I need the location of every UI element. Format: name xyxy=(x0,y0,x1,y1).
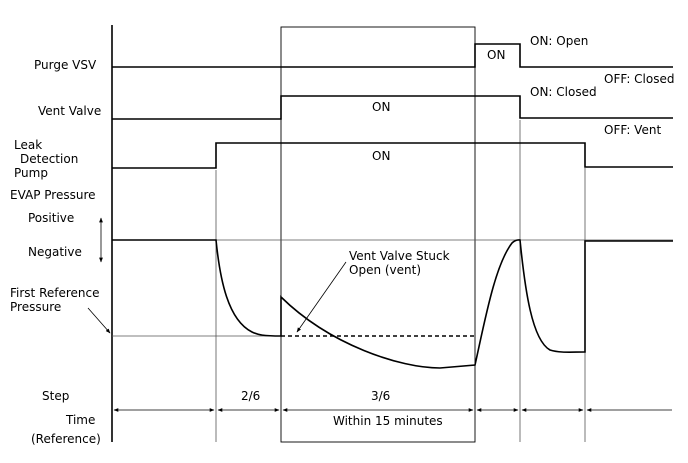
purge-off-note: OFF: Closed xyxy=(604,72,674,86)
step-3-6: 3/6 xyxy=(371,389,390,403)
vent-off-note: OFF: Vent xyxy=(604,123,661,137)
step-2-6: 2/6 xyxy=(241,389,260,403)
annotation-line-2: Open (vent) xyxy=(349,263,421,277)
negative-label: Negative xyxy=(28,245,82,259)
pump-signal xyxy=(112,142,673,169)
annotation-arrow xyxy=(296,261,347,333)
pump-label-line-3: Pump xyxy=(14,166,48,180)
step-label: Step xyxy=(42,389,69,403)
pump-label-line-2: Detection xyxy=(20,152,78,166)
first-reference-label-line-1: First Reference xyxy=(10,286,100,300)
time-note: Within 15 minutes xyxy=(333,414,443,428)
first-reference-label-line-2: Pressure xyxy=(10,300,61,314)
reference-label: (Reference) xyxy=(31,432,101,446)
step-3-box xyxy=(280,26,476,443)
pump-label-line-1: Leak xyxy=(14,138,42,152)
first-reference-arrow xyxy=(87,307,111,334)
evap-pressure-label: EVAP Pressure xyxy=(10,188,96,202)
purge-vsv-label: Purge VSV xyxy=(34,58,97,72)
evap-pressure-curve xyxy=(112,239,673,369)
vent-valve-on-text: ON xyxy=(372,100,390,114)
purge-vsv-signal xyxy=(112,43,673,68)
purge-on-note: ON: Open xyxy=(530,34,588,48)
vent-on-note: ON: Closed xyxy=(530,85,597,99)
annotation-line-1: Vent Valve Stuck xyxy=(349,249,450,263)
purge-vsv-on-text: ON xyxy=(487,48,505,62)
time-label: Time xyxy=(65,413,95,427)
vent-valve-label: Vent Valve xyxy=(38,104,101,118)
pump-on-text: ON xyxy=(372,149,390,163)
vent-valve-signal xyxy=(112,95,673,120)
positive-label: Positive xyxy=(28,211,74,225)
